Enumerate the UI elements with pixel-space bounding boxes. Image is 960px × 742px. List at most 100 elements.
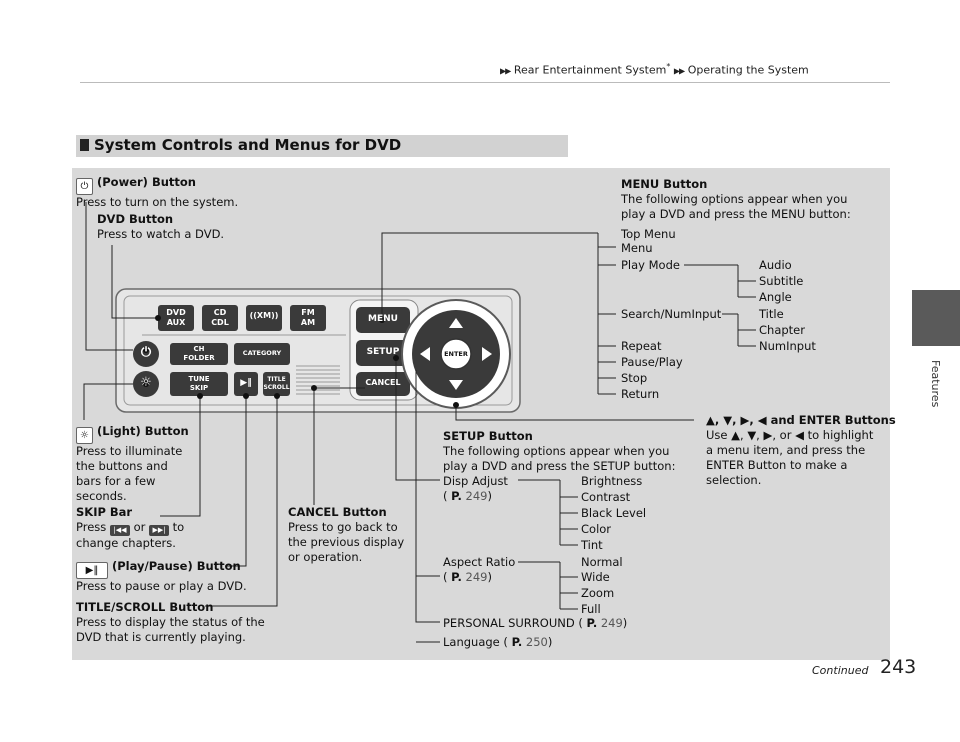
menu-item-return: Return	[621, 387, 660, 401]
enter-label[interactable]: ENTER	[444, 350, 468, 358]
light-desc1: Press to illuminate	[76, 444, 183, 458]
language-label: Language (	[443, 635, 508, 649]
arrows-desc2: a menu item, and press the	[706, 443, 866, 457]
setup-title: SETUP Button	[443, 429, 533, 443]
setup-label[interactable]: SETUP	[366, 347, 400, 357]
category-label[interactable]: CATEGORY	[242, 349, 282, 357]
cd-label: CD	[213, 308, 227, 317]
setup-personal-surround: PERSONAL SURROUND ( P. 249)	[443, 616, 628, 630]
menu-item-play-mode: Play Mode	[621, 258, 680, 272]
dvd-callout: DVD Button Press to watch a DVD.	[97, 212, 224, 242]
fm-am-button	[290, 305, 326, 331]
arrows-desc1: to highlight	[807, 428, 874, 442]
page-prefix: P.	[451, 489, 462, 503]
enter-button	[440, 338, 472, 370]
up-arrow-icon: ▲	[706, 413, 715, 427]
menu-desc2: play a DVD and press the MENU button:	[621, 207, 851, 221]
menu-callout: MENU Button The following options appear…	[621, 177, 851, 222]
xm-button	[246, 305, 282, 331]
power-button	[133, 341, 159, 367]
page-number: 243	[880, 656, 917, 678]
power-icon[interactable]: ⏻	[140, 345, 152, 360]
disp-adjust-label: Disp Adjust	[443, 474, 508, 488]
aspect-full: Full	[581, 602, 601, 616]
skip-title: SKIP Bar	[76, 505, 133, 519]
light-title: (Light) Button	[97, 424, 189, 438]
disp-adjust-ref[interactable]: 249	[465, 489, 488, 503]
setup-callout: SETUP Button The following options appea…	[443, 429, 675, 474]
xm-label[interactable]: ((XM))	[246, 311, 282, 321]
title-scroll-title: TITLE/SCROLL Button	[76, 600, 214, 614]
play-mode-angle: Angle	[759, 290, 792, 304]
cancel-label[interactable]: CANCEL	[365, 378, 401, 387]
page-prefix: P.	[586, 616, 598, 630]
left-arrow-icon: ◀	[757, 413, 767, 427]
aspect-wide: Wide	[581, 570, 610, 584]
disp-brightness: Brightness	[581, 474, 643, 488]
arrows-callout: ▲, ▼, ▶, ◀ and ENTER Buttons Use ▲, ▼, ▶…	[706, 413, 896, 487]
square-bullet-icon	[80, 139, 89, 151]
cancel-title: CANCEL Button	[288, 505, 387, 519]
cancel-callout: CANCEL Button Press to go back to the pr…	[288, 505, 404, 565]
power-icon: ⏻	[76, 178, 93, 195]
play-pause-title: (Play/Pause) Button	[112, 559, 241, 573]
language-ref[interactable]: 250	[525, 635, 548, 649]
xm-text: XM	[256, 311, 272, 320]
breadcrumb: ▶▶ Rear Entertainment System* ▶▶ Operati…	[500, 62, 809, 77]
cancel-desc1: Press to go back to	[288, 520, 398, 534]
dvd-label: DVD	[166, 308, 186, 317]
breadcrumb-operating-system[interactable]: Operating the System	[687, 63, 809, 77]
power-title: (Power) Button	[97, 175, 196, 189]
page-prefix: P.	[511, 635, 523, 649]
title-scroll-desc2: DVD that is currently playing.	[76, 630, 246, 644]
arrows-or: or	[779, 428, 792, 442]
personal-ref[interactable]: 249	[600, 616, 623, 630]
disp-black-level: Black Level	[581, 506, 647, 520]
section-title-text: System Controls and Menus for DVD	[94, 136, 402, 154]
satellite-icon: ((	[249, 311, 257, 320]
arrows-use: Use	[706, 428, 728, 442]
aspect-normal: Normal	[581, 555, 623, 569]
aspect-ref[interactable]: 249	[465, 570, 488, 584]
chapter-tab	[912, 290, 960, 346]
menu-item-repeat: Repeat	[621, 339, 662, 353]
menu-item-menu: Menu	[621, 241, 653, 255]
arrows-desc3: ENTER Button to make a	[706, 458, 848, 472]
breadcrumb-rear-entertainment[interactable]: Rear Entertainment System	[513, 63, 667, 77]
menu-item-stop: Stop	[621, 371, 648, 385]
right-arrow-icon: ▶	[763, 428, 773, 442]
power-callout: ⏻ (Power) Button Press to turn on the sys…	[76, 175, 238, 210]
menu-item-search: Search/NumInput	[621, 307, 722, 321]
skip-back-icon: |◀◀	[109, 525, 130, 536]
fm-label: FM	[301, 308, 315, 317]
menu-item-pause-play: Pause/Play	[621, 355, 683, 369]
menu-item-top-menu: Top Menu	[621, 227, 676, 241]
diagram-panel	[72, 168, 890, 660]
satellite-icon-r: ))	[271, 311, 279, 320]
left-arrow-icon: ◀	[795, 428, 804, 442]
skip-callout: SKIP Bar Press |◀◀ or ▶▶| to change chap…	[76, 505, 184, 551]
setup-disp-adjust: Disp Adjust ( P. 249)	[443, 474, 508, 503]
header-rule	[80, 82, 890, 83]
light-icon[interactable]: ☼	[140, 375, 152, 390]
power-desc: Press to turn on the system.	[76, 195, 239, 209]
play-mode-subtitle: Subtitle	[759, 274, 804, 288]
skip-or: or	[133, 520, 146, 534]
search-title: Title	[759, 307, 784, 321]
folder-label: FOLDER	[183, 354, 215, 362]
dvd-desc: Press to watch a DVD.	[97, 227, 225, 241]
speaker-grille	[296, 365, 340, 395]
menu-label[interactable]: MENU	[368, 314, 398, 324]
double-triangle-icon: ▶▶	[673, 66, 685, 76]
skip-desc2: change chapters.	[76, 536, 176, 550]
play-pause-icon[interactable]: ▶‖	[240, 378, 252, 388]
title-scroll-callout: TITLE/SCROLL Button Press to display the…	[76, 600, 265, 645]
up-arrow-icon: ▲	[731, 428, 740, 442]
